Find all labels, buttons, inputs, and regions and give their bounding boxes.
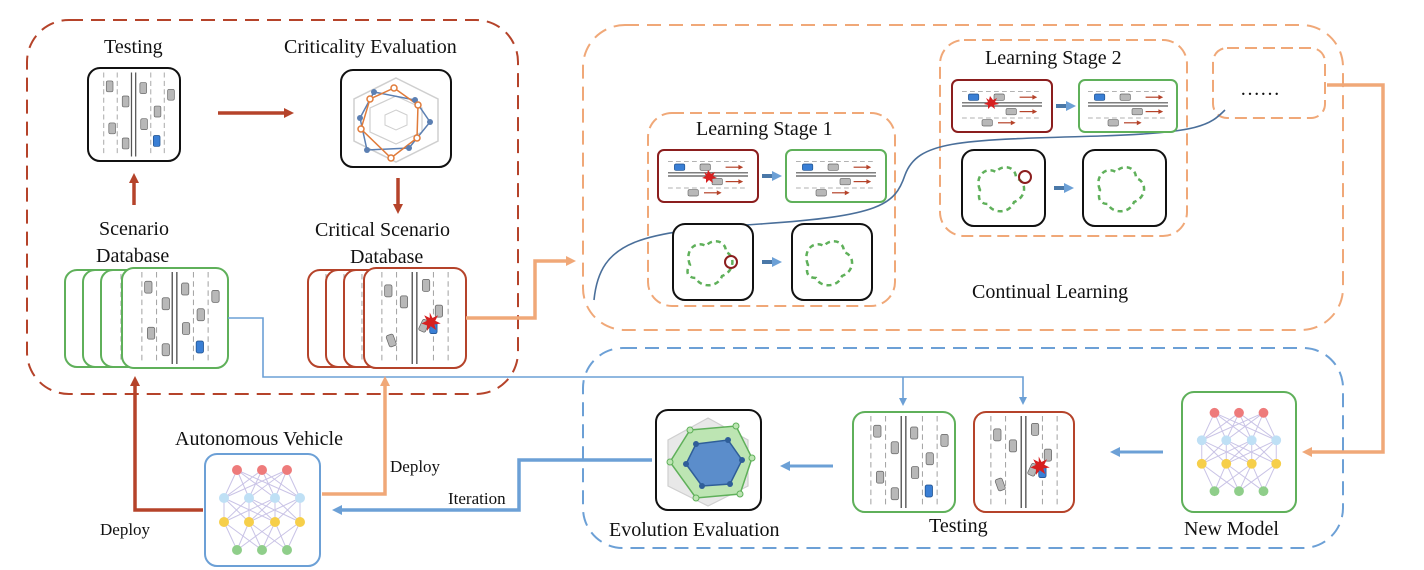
learning-trajectory-curve <box>593 109 1226 301</box>
continual-learning-label: Continual Learning <box>972 281 1129 303</box>
evolution-evaluation-label: Evolution Evaluation <box>609 519 780 541</box>
learning-stage-1-box <box>647 112 896 307</box>
arrow-deploy-to-critical-db <box>322 376 390 496</box>
arrow-deploy-to-scenario-db <box>130 376 203 512</box>
testing-scene-green <box>852 411 956 513</box>
stage2-scene-before <box>951 79 1053 133</box>
autonomous-vehicle-label: Autonomous Vehicle <box>175 428 343 450</box>
testing-scene-crash <box>973 411 1075 513</box>
continual-learning-group <box>582 24 1344 331</box>
stage1-shape-before <box>672 223 754 301</box>
future-stages-ellipsis: …… <box>1240 78 1280 100</box>
scenario-database-label-line2: Database <box>96 245 170 267</box>
testing-loop-group <box>26 19 519 395</box>
arrow-learning-to-new-model <box>1302 83 1385 457</box>
criticality-radar-chart <box>340 69 452 168</box>
stage1-shape-after <box>791 223 873 301</box>
arrow-critical-db-to-learning <box>466 256 576 320</box>
evaluation-group <box>582 347 1344 549</box>
stage1-scene-after <box>785 149 887 203</box>
learning-stage-2-label: Learning Stage 2 <box>985 47 1122 69</box>
stage2-scene-after <box>1078 79 1178 133</box>
deploy-right-label: Deploy <box>390 457 441 476</box>
critical-database-label-line2: Database <box>350 246 424 268</box>
testing-top-label: Testing <box>104 36 163 58</box>
stage2-shape-before <box>961 149 1046 227</box>
testing-bottom-label: Testing <box>929 515 988 537</box>
autonomous-vehicle-network <box>204 453 321 567</box>
learning-stage-2-box <box>939 39 1188 237</box>
critical-database-label-line1: Critical Scenario <box>315 219 450 241</box>
learning-stage-1-label: Learning Stage 1 <box>696 118 833 140</box>
line-scenario-db-to-eval <box>228 317 1027 405</box>
new-model-network <box>1181 391 1297 513</box>
stage1-scene-before <box>657 149 759 203</box>
stage2-shape-after <box>1082 149 1167 227</box>
evolution-radar-chart <box>655 409 762 511</box>
testing-scene-top <box>87 67 181 162</box>
criticality-evaluation-label: Criticality Evaluation <box>284 36 457 58</box>
iteration-label: Iteration <box>448 489 506 508</box>
scenario-database-stack <box>64 267 229 369</box>
deploy-left-label: Deploy <box>100 520 151 539</box>
scenario-database-label-line1: Scenario <box>99 218 169 240</box>
future-stages-box <box>1212 47 1326 119</box>
arrow-iteration <box>332 458 652 515</box>
critical-scenario-database-stack <box>307 267 467 369</box>
new-model-label: New Model <box>1184 518 1279 540</box>
